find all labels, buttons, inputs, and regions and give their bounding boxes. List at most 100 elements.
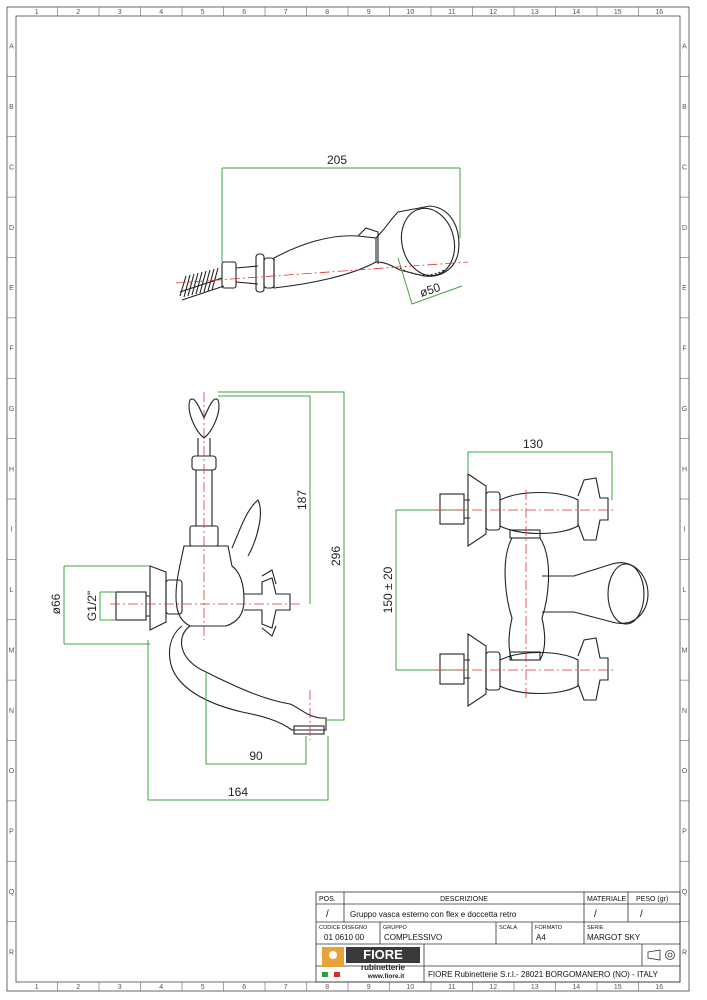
- series-value: MARGOT SKY: [587, 933, 641, 942]
- grid-col-label: 3: [118, 9, 122, 16]
- grid-row-label: G: [9, 406, 14, 413]
- grid-col-label: 14: [572, 984, 580, 991]
- grid-col-label: 10: [406, 9, 414, 16]
- grid-col-label: 13: [531, 984, 539, 991]
- grid-col-label: 16: [655, 984, 663, 991]
- grid-row-label: P: [9, 829, 14, 836]
- group-value: COMPLESSIVO: [384, 933, 442, 942]
- pos-header: POS.: [319, 896, 336, 903]
- grid-row-label: F: [682, 346, 686, 353]
- grid-row-label: A: [682, 44, 687, 51]
- title-block: POS. DESCRIZIONE MATERIALE PESO (gr) / G…: [315, 891, 681, 983]
- company-logo: FIORE rubinetterie www.fiore.it: [322, 947, 420, 980]
- side-view-axes: [110, 392, 311, 740]
- grid-row-label: C: [9, 164, 14, 171]
- material-value: /: [594, 909, 597, 920]
- dim-shower-length: 205: [327, 153, 347, 167]
- dim-holder-height: 187: [295, 490, 309, 510]
- grid-row-label: O: [682, 768, 688, 775]
- grid-row-label: D: [9, 225, 14, 232]
- grid-labels: 1122334455667788991010111112121313141415…: [9, 9, 688, 991]
- grid-row-label: A: [9, 44, 14, 51]
- grid-col-label: 4: [159, 984, 163, 991]
- grid-col-label: 4: [159, 9, 163, 16]
- dim-total-height: 296: [329, 546, 343, 566]
- description-value: Gruppo vasca esterno con flex e doccetta…: [350, 910, 517, 919]
- grid-row-label: G: [682, 406, 687, 413]
- grid-col-label: 15: [614, 9, 622, 16]
- grid-col-label: 11: [448, 9, 455, 16]
- grid-row-label: Q: [682, 889, 688, 896]
- front-view-axes: [436, 490, 616, 700]
- logo-sub: rubinetterie: [361, 963, 406, 972]
- grid-col-label: 10: [406, 984, 414, 991]
- grid-row-label: H: [9, 466, 14, 473]
- grid-row-label: F: [9, 346, 13, 353]
- grid-col-label: 15: [614, 984, 622, 991]
- grid-col-label: 12: [489, 9, 497, 16]
- grid-row-label: M: [682, 647, 688, 654]
- grid-col-label: 5: [201, 984, 205, 991]
- grid-col-label: 11: [448, 984, 455, 991]
- grid-row-label: I: [684, 527, 686, 534]
- grid-row-label: I: [11, 527, 13, 534]
- dim-total-projection: 164: [228, 785, 248, 799]
- grid-col-label: 16: [655, 9, 663, 16]
- logo-web: www.fiore.it: [367, 973, 405, 980]
- scale-label: SCALA: [499, 925, 517, 931]
- drawing-frame: [6, 6, 690, 992]
- dim-handle-span: 130: [523, 437, 543, 451]
- grid-col-label: 2: [76, 9, 80, 16]
- grid-row-label: N: [682, 708, 687, 715]
- series-label: SERIE: [587, 925, 604, 931]
- description-header: DESCRIZIONE: [440, 896, 488, 903]
- grid-row-label: M: [9, 647, 15, 654]
- grid-col-label: 13: [531, 9, 539, 16]
- weight-header: PESO (gr): [636, 896, 668, 903]
- material-header: MATERIALE: [587, 896, 626, 903]
- grid-col-label: 9: [367, 984, 371, 991]
- grid-col-label: 6: [242, 9, 246, 16]
- side-view-dimensions: [63, 391, 345, 801]
- projection-symbol-icon: [647, 949, 675, 961]
- group-label: GRUPPO: [383, 925, 408, 931]
- dim-spout-offset: 90: [249, 749, 263, 763]
- company-address: FIORE Rubinetterie S.r.l.- 28021 BORGOMA…: [428, 970, 659, 979]
- grid-row-label: L: [683, 587, 687, 594]
- front-view-dimensions: [395, 451, 613, 671]
- grid-col-label: 6: [242, 984, 246, 991]
- grid-row-label: R: [9, 949, 14, 956]
- dim-thread: G1/2": [85, 591, 99, 621]
- grid-row-label: D: [682, 225, 687, 232]
- code-value: 01 0610 00: [324, 933, 365, 942]
- hand-shower-dimensions: [221, 167, 463, 305]
- dimension-labels: 205 ø50 187 296 ø66 G1/2" 90 164 150 ± 2…: [49, 153, 543, 799]
- grid-row-label: P: [682, 829, 687, 836]
- grid-ticks: [7, 7, 689, 991]
- grid-row-label: R: [682, 949, 687, 956]
- grid-col-label: 14: [572, 9, 580, 16]
- grid-col-label: 7: [284, 9, 288, 16]
- hand-shower-axes: [175, 261, 469, 284]
- grid-col-label: 2: [76, 984, 80, 991]
- dim-inlet-centers: 150 ± 20: [381, 566, 395, 613]
- grid-col-label: 8: [325, 9, 329, 16]
- grid-col-label: 8: [325, 984, 329, 991]
- grid-row-label: E: [9, 285, 14, 292]
- format-label: FORMATO: [535, 925, 563, 931]
- grid-col-label: 9: [367, 9, 371, 16]
- grid-col-label: 1: [35, 9, 39, 16]
- grid-col-label: 1: [35, 984, 39, 991]
- grid-row-label: N: [9, 708, 14, 715]
- grid-row-label: B: [9, 104, 14, 111]
- weight-value: /: [640, 909, 643, 920]
- grid-row-label: H: [682, 466, 687, 473]
- format-value: A4: [536, 933, 546, 942]
- grid-col-label: 3: [118, 984, 122, 991]
- pos-value: /: [326, 909, 329, 920]
- grid-row-label: E: [682, 285, 687, 292]
- grid-row-label: B: [682, 104, 687, 111]
- grid-col-label: 5: [201, 9, 205, 16]
- grid-row-label: Q: [9, 889, 15, 896]
